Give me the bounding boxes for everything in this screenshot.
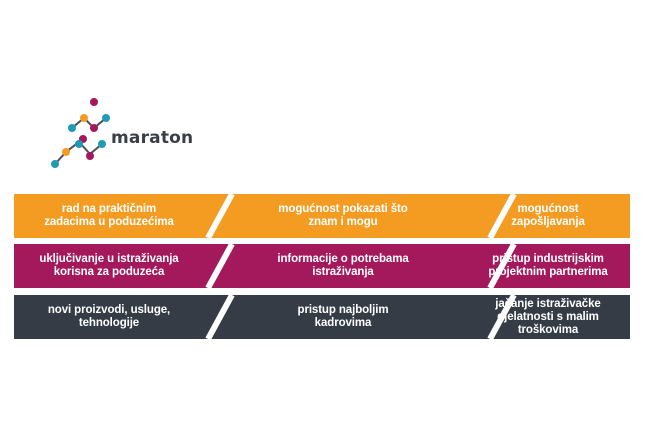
band-divider <box>487 194 517 238</box>
benefit-row-companies: novi proizvodi, usluge,tehnologije prist… <box>14 295 630 339</box>
band-fill <box>14 194 630 238</box>
band-background <box>14 244 630 288</box>
benefit-cell: novi proizvodi, usluge,tehnologije <box>47 304 171 329</box>
band-divider <box>205 194 235 238</box>
band-divider <box>205 244 235 288</box>
band-divider <box>205 295 235 339</box>
maraton-logo-icon <box>51 98 110 168</box>
band-background <box>14 194 630 238</box>
band-fill <box>14 295 630 339</box>
band-background <box>14 295 630 339</box>
band-divider <box>487 244 517 288</box>
maraton-logo: maraton <box>46 96 206 176</box>
logo-wordmark: maraton <box>111 128 194 148</box>
band-fill <box>14 244 630 288</box>
band-divider <box>487 295 517 339</box>
